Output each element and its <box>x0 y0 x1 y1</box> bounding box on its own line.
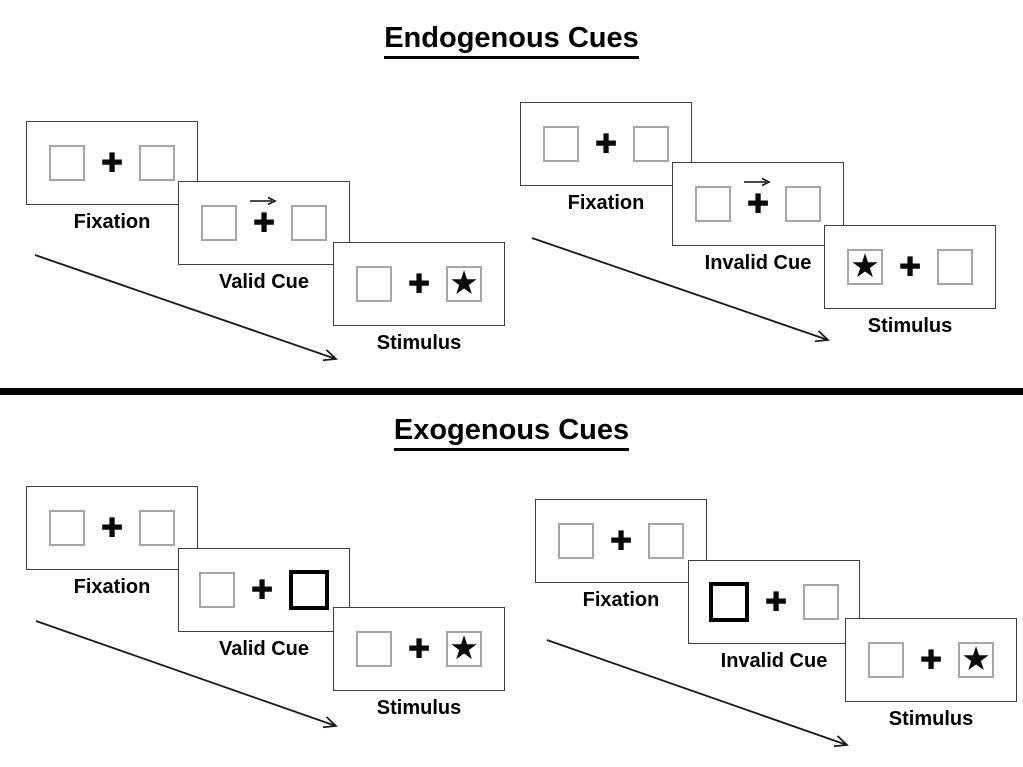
timeline-arrow-exogenous-invalid <box>546 639 849 748</box>
stage-exogenous-valid-stimulus: ✚ ★ Stimulus <box>333 607 505 720</box>
section-title-text: Endogenous Cues <box>384 22 639 59</box>
placeholder-box-left <box>356 631 392 667</box>
timeline-arrow-endogenous-valid <box>34 254 338 362</box>
placeholder-box-left <box>199 572 235 608</box>
fixation-cross-wrap: ✚ <box>593 129 619 159</box>
fixation-cross-icon: ✚ <box>100 147 124 179</box>
stage-exogenous-invalid-cue: ✚ Invalid Cue <box>688 560 860 673</box>
star-icon: ★ <box>449 263 479 302</box>
fixation-cross-wrap: ✚ <box>897 252 923 282</box>
cue-panel: ✚ <box>672 162 844 246</box>
fixation-cross-icon: ✚ <box>407 268 431 300</box>
star-icon: ★ <box>449 628 479 667</box>
star-icon: ★ <box>850 246 880 285</box>
stage-exogenous-invalid-stimulus: ✚ ★ Stimulus <box>845 618 1017 731</box>
stage-label: Invalid Cue <box>720 650 828 672</box>
stimulus-box-right: ★ <box>446 631 482 667</box>
stage-label: Fixation <box>73 576 151 598</box>
fixation-cross-icon: ✚ <box>100 512 124 544</box>
fixation-cross-wrap: ✚ <box>744 177 771 220</box>
placeholder-box-left <box>558 523 594 559</box>
stage-exogenous-invalid-fixation: ✚ Fixation <box>535 499 707 612</box>
stage-label: Invalid Cue <box>704 252 812 274</box>
fixation-cross-wrap: ✚ <box>99 148 125 178</box>
stage-exogenous-valid-cue: ✚ Valid Cue <box>178 548 350 661</box>
star-icon: ★ <box>961 639 991 678</box>
stimulus-panel: ✚ ★ <box>333 242 505 326</box>
stage-label: Stimulus <box>376 697 462 719</box>
fixation-panel: ✚ <box>26 486 198 570</box>
placeholder-box-right <box>937 249 973 285</box>
placeholder-box-right <box>648 523 684 559</box>
placeholder-box-left <box>695 186 731 222</box>
fixation-cross-wrap: ✚ <box>763 587 789 617</box>
timeline-arrow-endogenous-invalid <box>531 237 830 343</box>
stage-label: Stimulus <box>867 315 953 337</box>
stage-endogenous-invalid-cue: ✚ Invalid Cue <box>672 162 844 275</box>
placeholder-box-right <box>803 584 839 620</box>
placeholder-box-right <box>633 126 669 162</box>
placeholder-box-right <box>139 510 175 546</box>
fixation-cross-icon: ✚ <box>250 574 274 606</box>
stage-label: Stimulus <box>888 708 974 730</box>
placeholder-box-right <box>291 205 327 241</box>
stimulus-box-right: ★ <box>958 642 994 678</box>
stage-endogenous-invalid-fixation: ✚ Fixation <box>520 102 692 215</box>
section-divider <box>0 388 1023 395</box>
fixation-cross-icon: ✚ <box>764 586 788 618</box>
fixation-panel: ✚ <box>520 102 692 186</box>
fixation-cross-wrap: ✚ <box>406 634 432 664</box>
fixation-cross-icon: ✚ <box>919 644 943 676</box>
cue-panel: ✚ <box>688 560 860 644</box>
section-title-endogenous: Endogenous Cues <box>0 22 1023 59</box>
fixation-panel: ✚ <box>26 121 198 205</box>
stage-exogenous-valid-fixation: ✚ Fixation <box>26 486 198 599</box>
stimulus-panel: ✚ ★ <box>845 618 1017 702</box>
cue-arrow-icon <box>250 196 277 206</box>
stage-label: Valid Cue <box>218 638 310 660</box>
stage-label: Fixation <box>582 589 660 611</box>
stage-label: Valid Cue <box>218 271 310 293</box>
fixation-cross-icon: ✚ <box>252 207 276 239</box>
stage-label: Stimulus <box>376 332 462 354</box>
fixation-cross-wrap: ✚ <box>406 269 432 299</box>
placeholder-box-right <box>139 145 175 181</box>
cue-arrow-icon <box>744 177 771 187</box>
cue-panel: ✚ <box>178 548 350 632</box>
placeholder-box-left <box>201 205 237 241</box>
fixation-cross-icon: ✚ <box>594 128 618 160</box>
placeholder-box-left <box>868 642 904 678</box>
stage-endogenous-invalid-stimulus: ★ ✚ Stimulus <box>824 225 996 338</box>
fixation-cross-icon: ✚ <box>898 251 922 283</box>
placeholder-box-left <box>356 266 392 302</box>
fixation-cross-wrap: ✚ <box>918 645 944 675</box>
fixation-cross-wrap: ✚ <box>249 575 275 605</box>
placeholder-box-left <box>49 145 85 181</box>
stimulus-box-right: ★ <box>446 266 482 302</box>
stage-endogenous-valid-cue: ✚ Valid Cue <box>178 181 350 294</box>
stimulus-box-left: ★ <box>847 249 883 285</box>
stage-endogenous-valid-fixation: ✚ Fixation <box>26 121 198 234</box>
placeholder-box-left <box>49 510 85 546</box>
stimulus-panel: ★ ✚ <box>824 225 996 309</box>
section-title-exogenous: Exogenous Cues <box>0 414 1023 451</box>
cue-box-left <box>709 582 749 622</box>
stimulus-panel: ✚ ★ <box>333 607 505 691</box>
stage-label: Fixation <box>73 211 151 233</box>
placeholder-box-left <box>543 126 579 162</box>
fixation-cross-wrap: ✚ <box>99 513 125 543</box>
fixation-panel: ✚ <box>535 499 707 583</box>
fixation-cross-wrap: ✚ <box>608 526 634 556</box>
fixation-cross-icon: ✚ <box>609 525 633 557</box>
fixation-cross-wrap: ✚ <box>250 196 277 239</box>
cue-box-right <box>289 570 329 610</box>
fixation-cross-icon: ✚ <box>407 633 431 665</box>
timeline-arrow-exogenous-valid <box>35 620 338 729</box>
section-title-text: Exogenous Cues <box>393 414 630 451</box>
cue-panel: ✚ <box>178 181 350 265</box>
fixation-cross-icon: ✚ <box>746 188 770 220</box>
placeholder-box-right <box>785 186 821 222</box>
stage-label: Fixation <box>567 192 645 214</box>
stage-endogenous-valid-stimulus: ✚ ★ Stimulus <box>333 242 505 355</box>
